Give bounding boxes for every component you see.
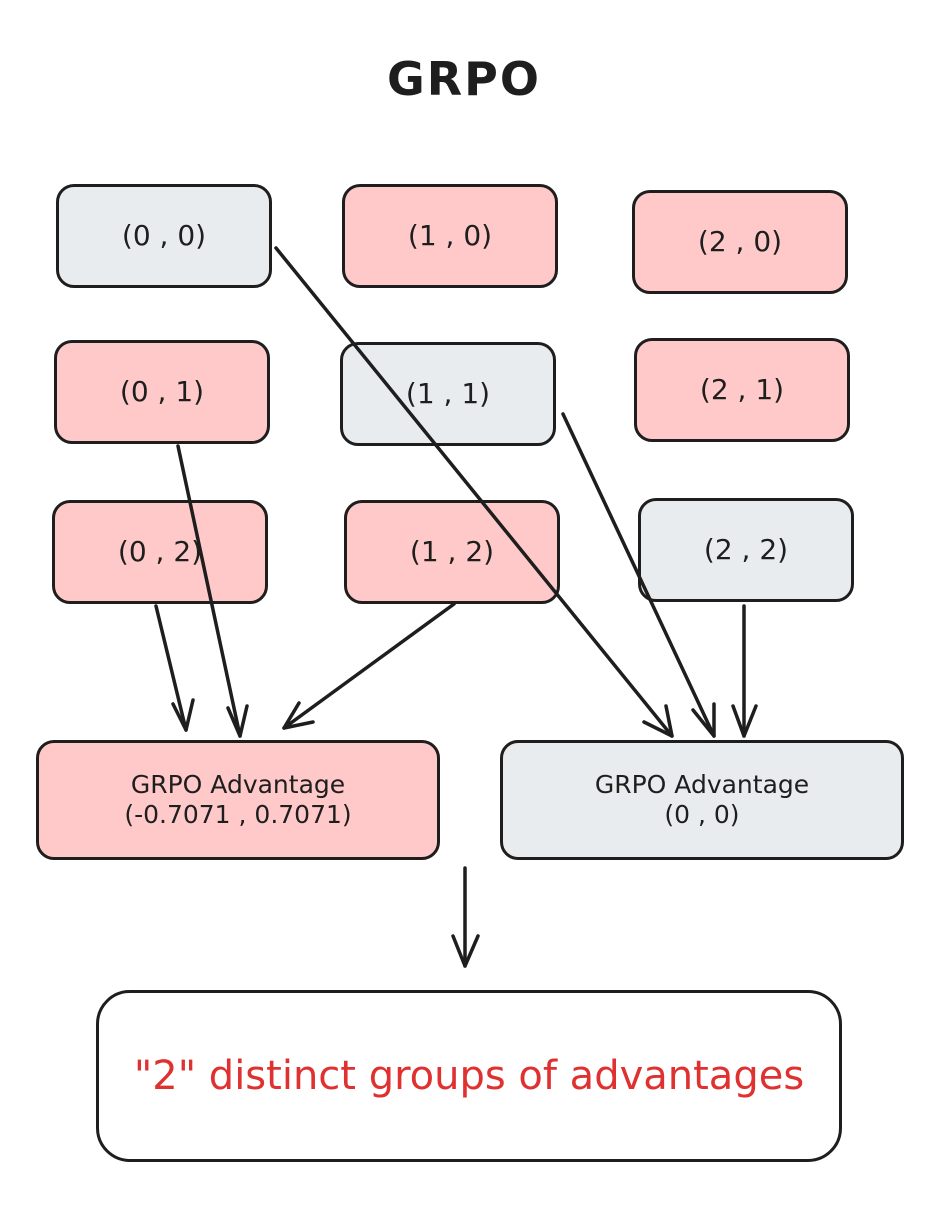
arrow-0-1-to-left-advantage (176, 444, 242, 738)
node-1-0: (1 , 0) (342, 184, 558, 288)
advantage-box-right: GRPO Advantage (0 , 0) (500, 740, 904, 860)
node-0-2: (0 , 2) (52, 500, 268, 604)
advantage-left-title: GRPO Advantage (130, 770, 346, 799)
arrow-0-0-to-right-advantage (274, 246, 674, 738)
node-0-0: (0 , 0) (56, 184, 272, 288)
arrow-0-2-to-left-advantage (154, 604, 188, 732)
arrow-1-2-to-left-advantage (282, 602, 456, 730)
node-0-1: (0 , 1) (54, 340, 270, 444)
advantage-right-value: (0 , 0) (664, 800, 740, 829)
advantage-left-value: (-0.7071 , 0.7071) (124, 800, 352, 829)
arrow-1-1-to-right-advantage (561, 412, 716, 738)
diagram-title: GRPO (387, 52, 541, 106)
arrowhead-0-1 (226, 704, 249, 738)
arrowhead-0-2 (171, 698, 195, 732)
node-1-1: (1 , 1) (340, 342, 556, 446)
result-box: "2" distinct groups of advantages (96, 990, 842, 1162)
arrowhead-2-2 (731, 704, 758, 738)
node-2-2: (2 , 2) (638, 498, 854, 602)
arrowhead-1-2 (282, 701, 315, 730)
advantage-right-title: GRPO Advantage (594, 770, 810, 799)
advantage-box-left: GRPO Advantage (-0.7071 , 0.7071) (36, 740, 440, 860)
node-2-1: (2 , 1) (634, 338, 850, 442)
arrowhead-result (451, 934, 480, 968)
node-2-0: (2 , 0) (632, 190, 848, 294)
arrowhead-0-0 (642, 704, 674, 738)
arrowhead-1-1 (691, 702, 716, 738)
